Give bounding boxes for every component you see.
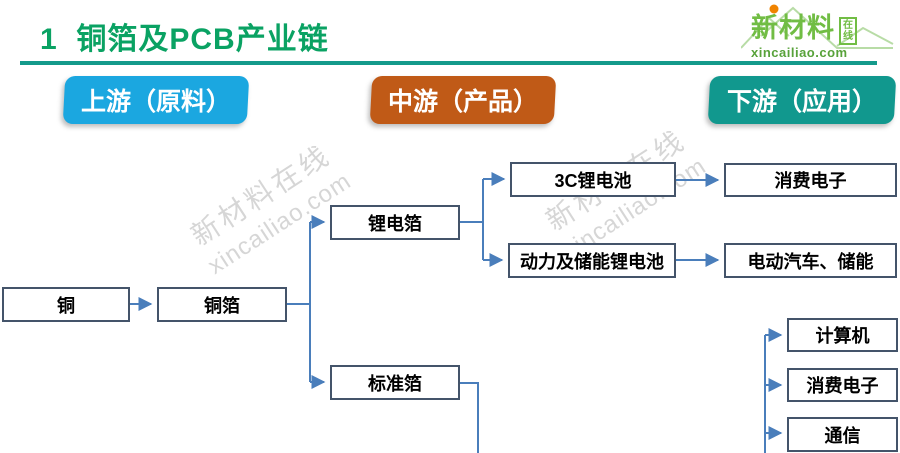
node-power-storage-battery: 动力及储能锂电池 bbox=[508, 243, 676, 278]
title-underline bbox=[20, 61, 877, 65]
logo-domain: xincailiao.com bbox=[751, 45, 848, 60]
stage-midstream: 中游（产品） bbox=[369, 76, 557, 124]
node-consumer-electronics-2: 消费电子 bbox=[787, 368, 898, 402]
node-computer: 计算机 bbox=[787, 318, 898, 352]
stage-upstream-label: 上游（原料） bbox=[80, 88, 231, 116]
stage-downstream: 下游（应用） bbox=[707, 76, 897, 124]
node-communication: 通信 bbox=[787, 417, 898, 452]
node-standard-foil: 标准箔 bbox=[330, 365, 460, 400]
node-consumer-electronics-1: 消费电子 bbox=[724, 163, 897, 197]
stage-midstream-label: 中游（产品） bbox=[387, 88, 538, 116]
node-3c-li-battery: 3C锂电池 bbox=[510, 162, 676, 197]
stage-downstream-label: 下游（应用） bbox=[726, 88, 877, 116]
node-copper: 铜 bbox=[2, 287, 130, 322]
logo-badge: 在线 bbox=[839, 17, 857, 45]
mountain-sun-icon bbox=[741, 4, 894, 49]
node-li-battery-foil: 锂电箔 bbox=[330, 205, 460, 240]
logo-name: 新材料 bbox=[751, 13, 835, 43]
page-title: 1 铜箔及PCB产业链 bbox=[40, 23, 329, 56]
xincailiao-logo: 新材料 在线 xincailiao.com bbox=[741, 2, 897, 62]
stage-upstream: 上游（原料） bbox=[62, 76, 250, 124]
node-copper-foil: 铜箔 bbox=[157, 287, 287, 322]
node-ev-and-storage: 电动汽车、储能 bbox=[724, 243, 897, 278]
